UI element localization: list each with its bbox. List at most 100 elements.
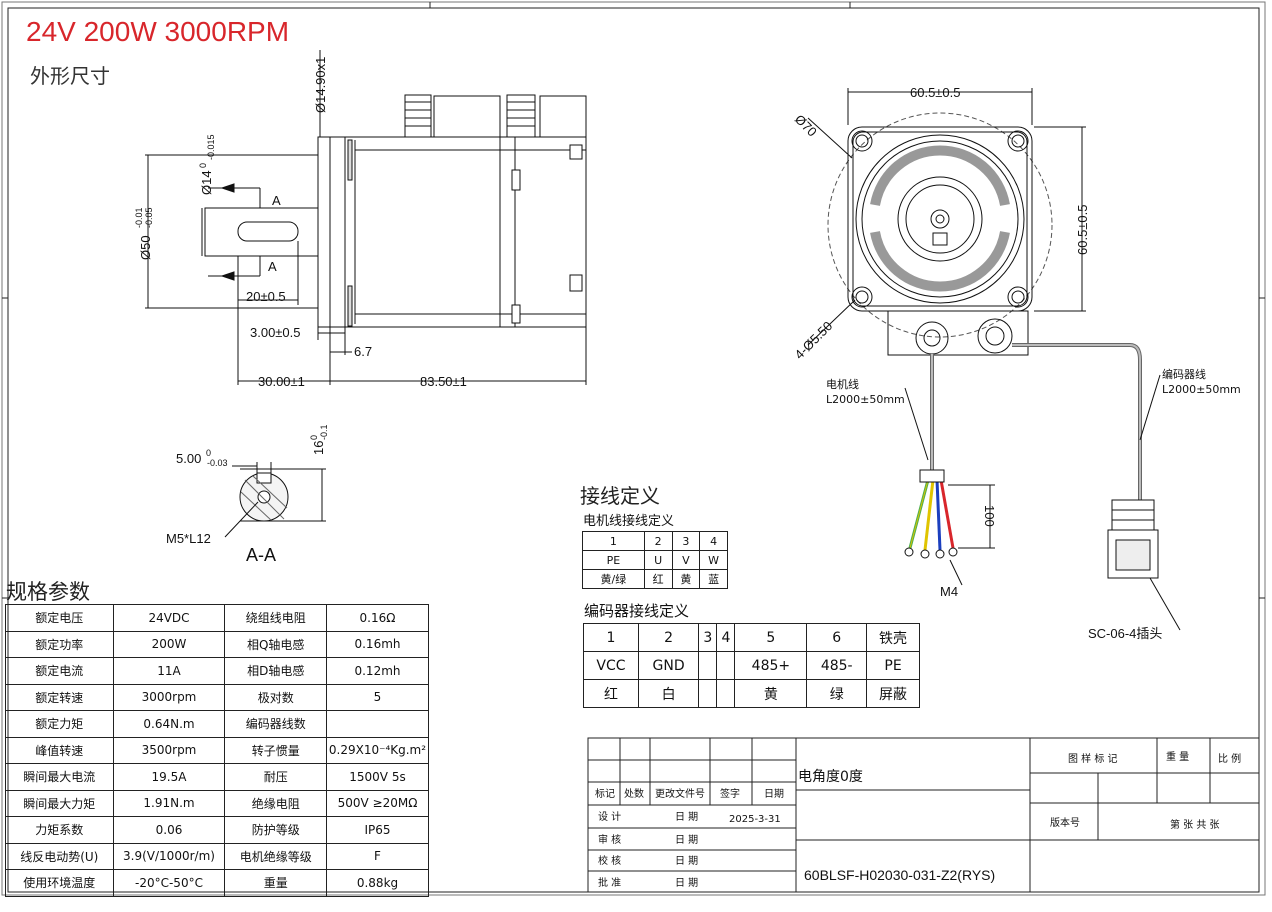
table-cell: 19.5A (112, 763, 226, 791)
table-cell: 极对数 (224, 683, 327, 711)
table-cell: 6 (806, 623, 868, 652)
section-mark-bottom: A (268, 259, 277, 274)
table-cell: 黄 (734, 679, 808, 708)
dim-body-length: 83.50±1 (420, 374, 467, 389)
section-view (224, 462, 326, 538)
dim-key-width-tol-upper: 0 (206, 448, 211, 458)
table-cell: 24VDC (112, 604, 226, 632)
dim-key-width-tol-lower: -0.03 (207, 458, 228, 468)
table-cell: 0.29X10⁻⁴Kg.m² (325, 736, 430, 764)
dim-flange-thickness: 6.7 (354, 344, 372, 359)
front-view (807, 88, 1181, 631)
dim-shaft-length: 30.00±1 (258, 374, 305, 389)
motor-cable-label: 电机线 (826, 377, 859, 391)
table-cell: VCC (583, 651, 639, 680)
table-cell: V (671, 550, 701, 570)
table-cell: 额定力矩 (5, 710, 114, 738)
sheet-info: 第 张 共 张 (1170, 818, 1220, 831)
table-cell: 11A (112, 657, 226, 685)
table-cell: 绿 (806, 679, 868, 708)
approve-date-label: 日 期 (675, 877, 698, 889)
table-cell: 500V ≥20MΩ (325, 789, 430, 817)
table-cell: 0.16mh (325, 630, 430, 658)
table-cell: 2 (637, 623, 700, 652)
motor-cable-length: L2000±50mm (826, 393, 905, 406)
dim-key-height-tol-lower: -0.1 (319, 424, 329, 440)
encoder-wiring-title: 编码器接线定义 (584, 602, 690, 620)
table-cell: 485- (806, 651, 868, 680)
table-cell: 铁壳 (866, 623, 920, 652)
table-cell (698, 651, 718, 680)
table-cell: GND (637, 651, 700, 680)
table-cell: 瞬间最大电流 (5, 763, 114, 791)
table-cell: 1.91N.m (112, 789, 226, 817)
table-cell: 4 (699, 531, 728, 551)
dim-flange-width-side: 60.5±0.5 (1075, 204, 1090, 255)
table-cell (716, 679, 736, 708)
table-row: 红 白 黄 绿 屏蔽 (583, 679, 920, 708)
table-cell: 0.16Ω (325, 604, 430, 632)
spec-title: 规格参数 (6, 580, 90, 604)
table-row: VCC GND 485+ 485- PE (583, 651, 920, 680)
side-view (145, 50, 587, 385)
table-row: PE U V W (582, 550, 728, 570)
table-cell: 2 (643, 531, 673, 551)
encoder-cable-length: L2000±50mm (1162, 383, 1241, 396)
table-cell: 绝缘电阻 (224, 789, 327, 817)
approve-label: 批 准 (598, 876, 621, 889)
table-cell: 黄/绿 (582, 569, 645, 589)
dim-d14-tol-upper: 0 (198, 163, 208, 168)
outer-frame (1, 1, 1266, 896)
table-cell: 3500rpm (112, 736, 226, 764)
dim-flange-width-top: 60.5±0.5 (910, 85, 961, 100)
table-cell: 瞬间最大力矩 (5, 789, 114, 817)
table-cell: 力矩系数 (5, 816, 114, 844)
table-cell: 0.64N.m (112, 710, 226, 738)
table-cell: 额定功率 (5, 630, 114, 658)
table-cell (325, 710, 430, 738)
rev-header-date: 日期 (764, 788, 784, 800)
motor-wiring-table: 1 2 3 4 PE U V W 黄/绿 红 黄 蓝 (582, 531, 728, 589)
table-cell: 蓝 (699, 569, 728, 589)
table-cell: 相D轴电感 (224, 657, 327, 685)
table-cell: 相Q轴电感 (224, 630, 327, 658)
rev-header-file: 更改文件号 (655, 787, 705, 800)
check-label: 审 核 (598, 833, 621, 846)
table-cell: W (699, 550, 728, 570)
table-cell: 白 (637, 679, 700, 708)
table-cell: 4 (716, 623, 736, 652)
table-cell: 防护等级 (224, 816, 327, 844)
table-cell: 转子惯量 (224, 736, 327, 764)
table-cell: -20°C-50°C (112, 869, 226, 897)
dim-key-width: 5.00 (176, 451, 201, 466)
table-cell: 电机绝缘等级 (224, 842, 327, 870)
rev-header-mark: 标记 (595, 788, 615, 800)
pitch-circle (827, 112, 1053, 338)
drawing-subtitle: 外形尺寸 (30, 64, 110, 88)
encoder-connector (506, 94, 536, 138)
design-date-label: 日 期 (675, 811, 698, 823)
table-cell: 1 (583, 623, 639, 652)
table-cell: 黄 (671, 569, 701, 589)
table-cell: 重量 (224, 869, 327, 897)
check-date-label: 日 期 (675, 834, 698, 846)
dim-d14-9: Ø14.90x1 (313, 57, 328, 113)
dim-d50-tol-upper: -0.01 (134, 207, 144, 228)
table-cell: IP65 (325, 816, 430, 844)
table-cell: 额定电压 (5, 604, 114, 632)
table-cell: 线反电动势(U) (5, 842, 114, 870)
table-cell: 200W (112, 630, 226, 658)
table-cell: 3 (671, 531, 701, 551)
table-cell: 1 (582, 531, 645, 551)
dim-key-length: 20±0.5 (246, 289, 286, 304)
table-cell: 额定电流 (5, 657, 114, 685)
